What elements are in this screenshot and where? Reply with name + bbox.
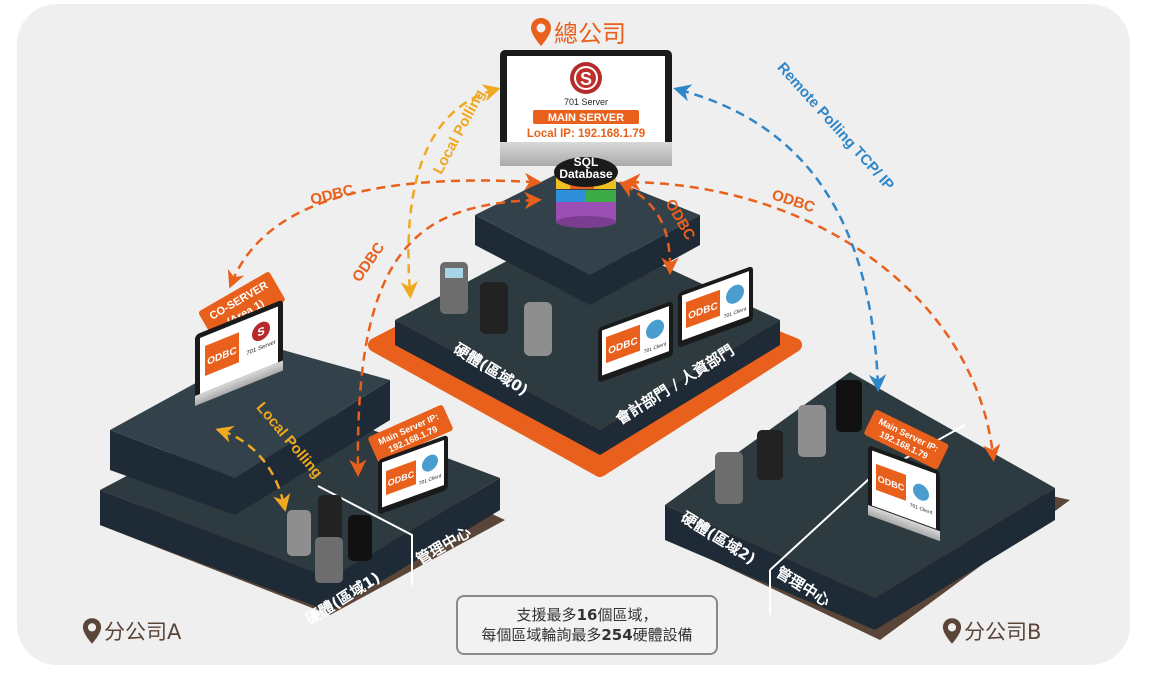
local-polling-arrow-hq bbox=[400, 84, 501, 299]
odbc-label-1: ODBC bbox=[309, 181, 356, 208]
map-pin-icon bbox=[942, 618, 962, 644]
main-server-badge: MAIN SERVER bbox=[548, 112, 624, 124]
branch-b-location-label: 分公司B bbox=[964, 620, 1042, 644]
odbc-arrow-branch-a-client bbox=[349, 191, 542, 477]
branch-b-hardware-devices bbox=[715, 380, 862, 504]
branch-a-hardware-devices bbox=[287, 495, 372, 583]
connection-arrows bbox=[215, 84, 1001, 512]
map-pin-icon bbox=[82, 618, 102, 644]
branch-a-location: 分公司A bbox=[82, 616, 181, 646]
capacity-note-line1: 支援最多16個區域， bbox=[516, 606, 658, 624]
map-pin-icon bbox=[531, 17, 551, 46]
sql-label-line1: SQL bbox=[574, 155, 599, 169]
odbc-label-2: ODBC bbox=[349, 239, 388, 285]
hq-hardware-devices bbox=[440, 262, 552, 356]
card-reader-lcd-icon bbox=[440, 262, 468, 314]
hq-client-monitor-2[interactable]: ODBC 701 Client bbox=[678, 266, 753, 348]
hq-location-label: 總公司 bbox=[554, 20, 626, 48]
main-server-ip: Local IP: 192.168.1.79 bbox=[527, 128, 645, 140]
branch-b-location: 分公司B bbox=[942, 616, 1041, 646]
main-server-app-name: 701 Server bbox=[564, 97, 608, 107]
branch-a-location-label: 分公司A bbox=[104, 620, 182, 644]
main-server-monitor[interactable]: S 701 Server MAIN SERVER Local IP: 192.1… bbox=[500, 50, 672, 166]
capacity-note: 支援最多16個區域， 每個區域輪詢最多254硬體設備 bbox=[456, 595, 718, 655]
sql-database-icon: SQL Database bbox=[554, 155, 618, 228]
branch-a-client-monitor[interactable]: ODBC 701 Client bbox=[378, 435, 448, 515]
remote-polling-arrow bbox=[673, 84, 887, 392]
branch-b-client-monitor[interactable]: ODBC 701 Client bbox=[868, 445, 940, 542]
branch-b-platform bbox=[665, 372, 1070, 640]
remote-polling-label: Remote Polling TCP/ IP bbox=[774, 59, 898, 194]
soyal-s-logo-icon: S bbox=[570, 62, 602, 94]
hq-location: 總公司 bbox=[530, 14, 626, 49]
odbc-label-4: ODBC bbox=[770, 186, 817, 216]
co-server-monitor[interactable]: ODBC S 701 Server bbox=[195, 299, 283, 406]
sql-label-line2: Database bbox=[559, 167, 613, 181]
capacity-note-line2: 每個區域輪詢最多254硬體設備 bbox=[481, 626, 693, 644]
svg-text:S: S bbox=[257, 325, 265, 340]
local-polling-arrow-branch-a bbox=[215, 425, 291, 512]
hq-client-monitor-1[interactable]: ODBC 701 Client bbox=[598, 301, 673, 383]
keypad-reader-grey-icon bbox=[524, 302, 552, 356]
local-polling-label-hq: Local Polling bbox=[430, 87, 489, 177]
keypad-reader-black-icon bbox=[480, 282, 508, 334]
svg-text:S: S bbox=[580, 69, 592, 89]
